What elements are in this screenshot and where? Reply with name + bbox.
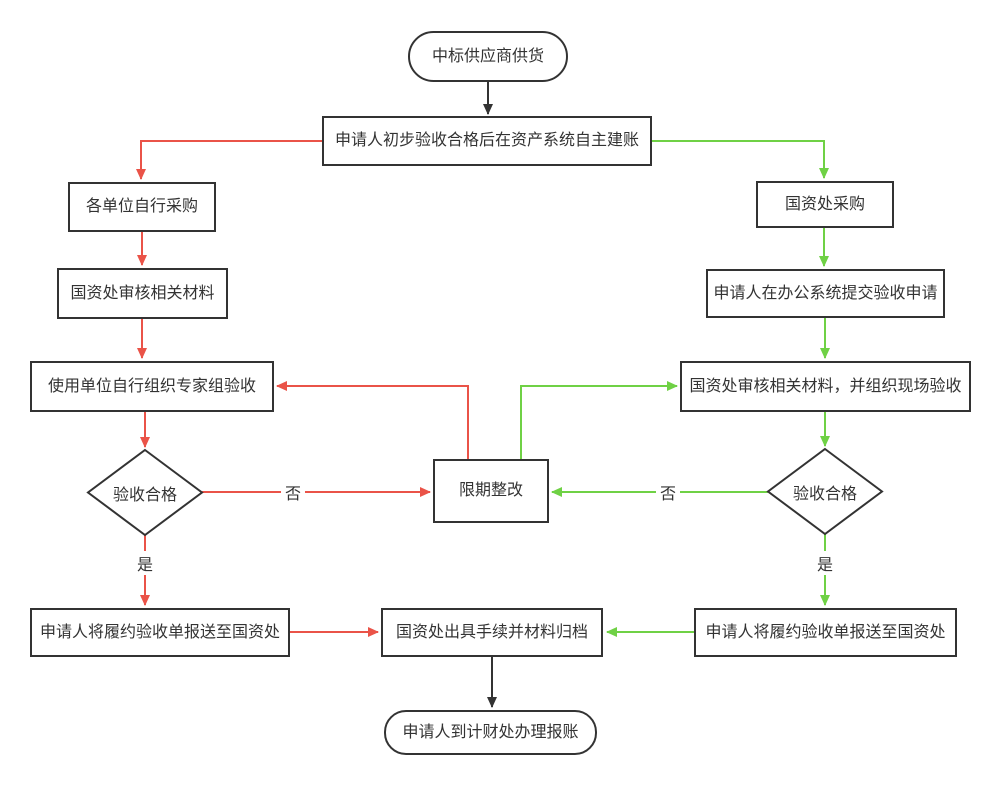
node-archive: 国资处出具手续并材料归档	[381, 608, 603, 657]
node-check-right-label: 验收合格	[792, 485, 857, 503]
node-expert-acceptance: 使用单位自行组织专家组验收	[30, 361, 274, 412]
node-oa-apply: 申请人在办公系统提交验收申请	[706, 269, 945, 318]
edge-label-no-left: 否	[280, 480, 306, 504]
node-unit-purchase: 各单位自行采购	[68, 182, 216, 232]
edge-init-to-unit-purchase	[136, 140, 322, 180]
node-start-terminal: 中标供应商供货	[408, 31, 568, 82]
node-gzc-purchase: 国资处采购	[756, 181, 894, 228]
node-init-ledger: 申请人初步验收合格后在资产系统自主建账	[322, 116, 652, 166]
edge-label-no-right: 否	[655, 480, 681, 504]
decision-diamond-right	[766, 447, 884, 536]
node-gzc-review-left: 国资处审核相关材料	[57, 268, 228, 319]
decision-diamond-left	[86, 448, 204, 537]
edge-label-yes-right: 是	[812, 551, 838, 575]
edge-label-yes-left: 是	[132, 551, 158, 575]
node-check-left-label: 验收合格	[112, 486, 177, 504]
node-submit-left: 申请人将履约验收单报送至国资处	[30, 608, 290, 657]
node-reimburse-terminal: 申请人到计财处办理报账	[384, 710, 597, 755]
edge-rectify-to-review-right	[520, 381, 678, 459]
node-submit-right: 申请人将履约验收单报送至国资处	[694, 608, 957, 657]
node-rectify: 限期整改	[433, 459, 549, 523]
edge-init-to-gzc-purchase	[652, 140, 829, 179]
edge-rectify-to-expert	[276, 381, 469, 459]
node-gzc-review-right: 国资处审核相关材料，并组织现场验收	[680, 361, 971, 412]
